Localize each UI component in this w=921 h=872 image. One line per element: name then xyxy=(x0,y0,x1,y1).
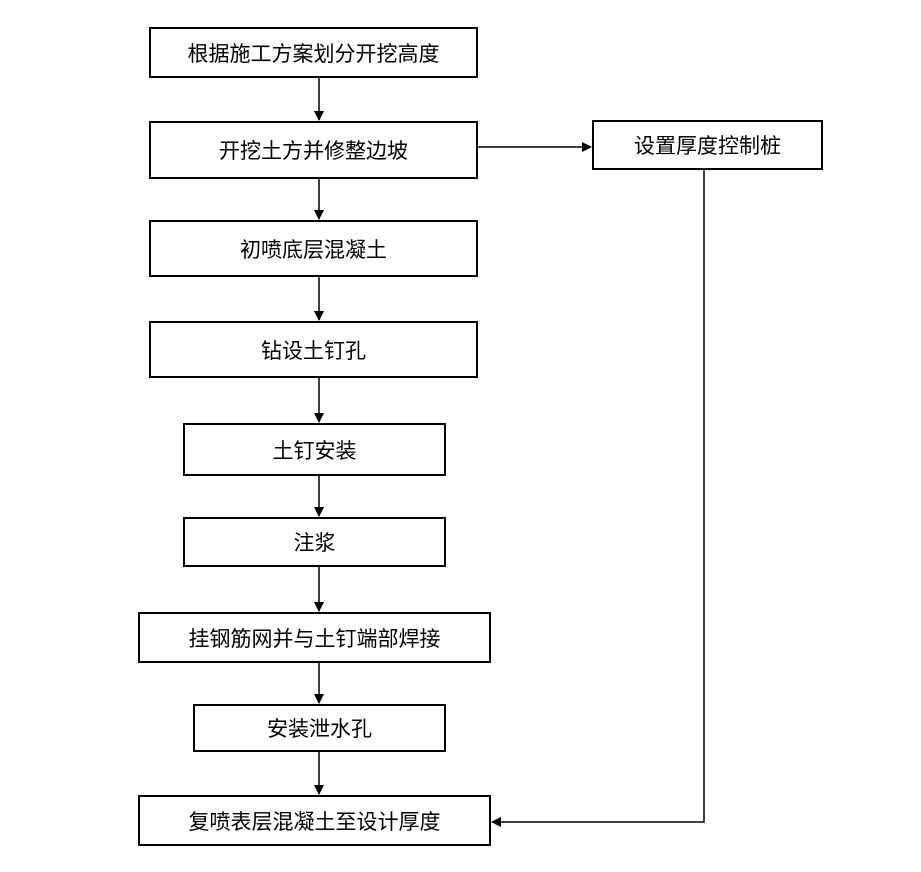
side-step-label: 设置厚度控制桩 xyxy=(634,134,781,158)
arrow-side-to-9 xyxy=(491,170,705,827)
step-4-label: 钻设土钉孔 xyxy=(261,338,366,363)
step-2-label: 开挖土方并修整边坡 xyxy=(219,139,408,163)
side-step-box: 设置厚度控制桩 xyxy=(592,120,823,170)
step-7-label: 挂钢筋网并与土钉端部焊接 xyxy=(188,626,441,651)
step-3-box: 初喷底层混凝土 xyxy=(149,220,478,277)
step-1-label: 根据施工方案划分开挖高度 xyxy=(187,41,440,66)
step-5-box: 土钉安装 xyxy=(183,423,446,476)
step-4-box: 钻设土钉孔 xyxy=(149,321,478,378)
step-7-box: 挂钢筋网并与土钉端部焊接 xyxy=(138,612,491,663)
step-6-label: 注浆 xyxy=(293,531,336,555)
step-9-label: 复喷表层混凝土至设计厚度 xyxy=(188,809,441,834)
step-5-label: 土钉安装 xyxy=(272,438,357,463)
step-2-box: 开挖土方并修整边坡 xyxy=(149,121,478,179)
step-6-box: 注浆 xyxy=(183,517,446,567)
step-8-label: 安装泄水孔 xyxy=(267,717,372,741)
step-8-box: 安装泄水孔 xyxy=(193,704,446,752)
step-3-label: 初喷底层混凝土 xyxy=(240,237,387,262)
step-9-box: 复喷表层混凝土至设计厚度 xyxy=(138,795,491,846)
step-1-box: 根据施工方案划分开挖高度 xyxy=(149,27,478,78)
